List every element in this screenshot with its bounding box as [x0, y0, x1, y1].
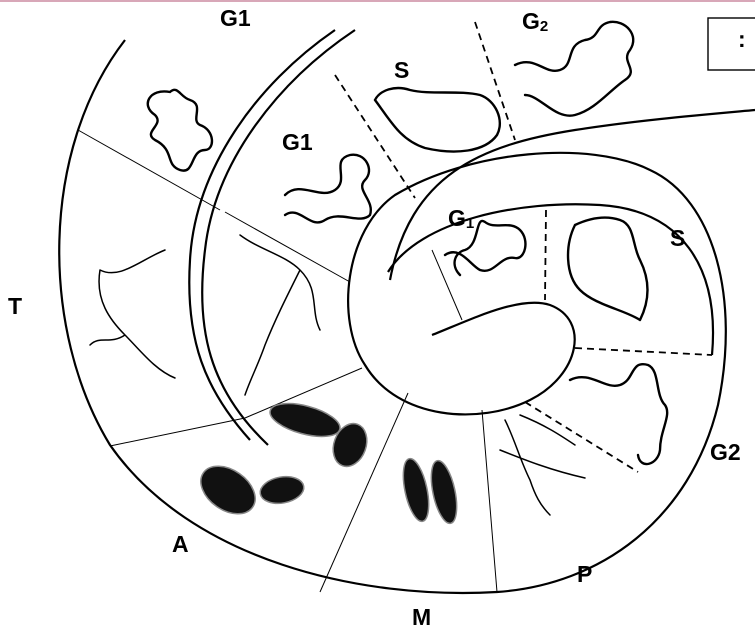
divider-m-p: [482, 410, 497, 592]
divider-inner-g1: [432, 250, 462, 320]
divider-g1-t: [78, 130, 220, 210]
chromatin-s-inner: [568, 218, 647, 320]
chromosome-a-3: [192, 456, 264, 523]
chromosome-m-1: [399, 456, 434, 523]
chromatin-g2-inner: [570, 364, 667, 464]
chromosome-a-1: [267, 397, 344, 443]
divider-g1-t-inner: [225, 212, 350, 282]
label-s-outer: S: [394, 57, 409, 83]
dashed-s-g2-inner: [575, 348, 712, 355]
dashed-inner-g1-s: [545, 210, 546, 300]
label-g1-middle: G1: [282, 129, 313, 155]
chromatin-s-outer: [375, 88, 500, 151]
label-a: A: [172, 531, 189, 557]
label-g2-top: G2: [522, 8, 548, 35]
chromosome-a-4: [258, 473, 306, 506]
dashed-s-g2: [475, 22, 515, 140]
label-g2-right: G2: [710, 439, 741, 465]
chromosome-m-2: [427, 458, 462, 525]
chromatin-g1-top: [148, 90, 212, 171]
chromatin-prophase: [500, 415, 585, 515]
spiral-inner-edge-b: [189, 30, 335, 440]
label-p: P: [577, 561, 592, 587]
chromatin-t-left: [90, 250, 175, 378]
label-t: T: [8, 293, 22, 319]
spiral-inner-edge-a: [202, 30, 355, 445]
dashed-p-g2: [525, 402, 638, 472]
corner-box-text: :: [738, 26, 746, 52]
label-s-inner: S: [670, 225, 685, 251]
label-g1-top: G1: [220, 5, 251, 31]
label-m: M: [412, 604, 431, 630]
divider-t-a: [110, 418, 245, 446]
chromatin-g1-middle: [285, 155, 371, 223]
corner-box: [708, 18, 755, 70]
label-g1-inner: G1: [448, 205, 474, 232]
chromatin-g2-top: [515, 22, 633, 116]
